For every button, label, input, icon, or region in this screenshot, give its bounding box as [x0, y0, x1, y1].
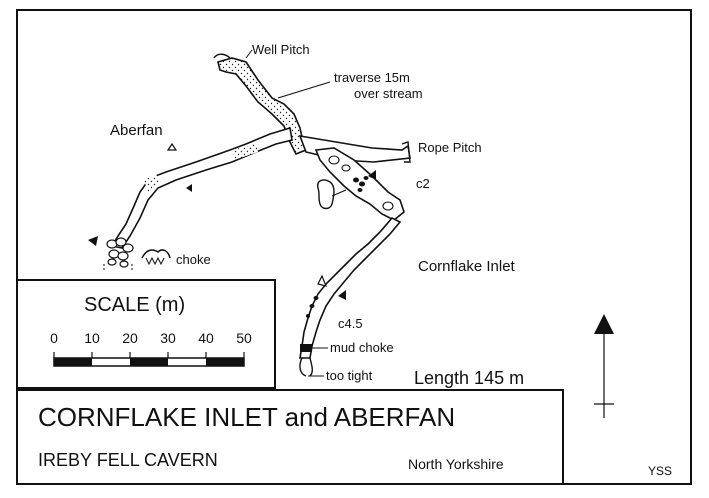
scale-tick-label: 10	[84, 330, 100, 346]
aberfan-pool	[166, 142, 178, 151]
label-too-tight: too tight	[326, 368, 373, 383]
label-traverse-line1: traverse 15m	[334, 70, 410, 85]
flow-arrow-c4-5	[338, 290, 346, 300]
cornflake-inlet-passage	[299, 217, 402, 359]
too-tight-end	[299, 357, 313, 377]
flow-arrow-c2	[368, 170, 376, 180]
title-box	[16, 389, 564, 485]
length-label: Length 145 m	[414, 368, 525, 388]
region-label: North Yorkshire	[408, 456, 504, 472]
aberfan-stipple-2	[144, 174, 160, 192]
rope-pitch-end	[401, 141, 411, 163]
label-mud-choke: mud choke	[330, 340, 394, 355]
inlet-blocks	[306, 296, 319, 318]
main-stream-passage	[217, 57, 308, 156]
choke-symbol-teeth	[145, 256, 165, 266]
choke-symbol	[141, 249, 171, 259]
scale-bar	[53, 352, 245, 367]
leader-traverse	[277, 81, 331, 99]
cave-name: IREBY FELL CAVERN	[38, 450, 218, 470]
aberfan-stipple	[232, 144, 258, 160]
survey-title: CORNFLAKE INLET and ABERFAN	[38, 402, 456, 432]
label-traverse-line2: over stream	[354, 86, 423, 101]
label-c4-5: c4.5	[338, 316, 363, 331]
leader-well-pitch	[245, 49, 253, 59]
rope-pitch-passage	[298, 134, 411, 163]
label-choke: choke	[176, 252, 211, 267]
scale-box	[16, 279, 276, 389]
flow-arrow-aberfan	[186, 184, 192, 192]
label-cornflake-inlet: Cornflake Inlet	[418, 258, 515, 275]
label-aberfan: Aberfan	[110, 122, 163, 139]
mud-choke-symbol	[300, 344, 312, 352]
scale-tick-label: 50	[236, 330, 252, 346]
chamber-boulders	[328, 155, 394, 211]
label-well-pitch: Well Pitch	[252, 42, 310, 57]
chamber-blocks	[353, 176, 369, 192]
scale-tick-label: 40	[198, 330, 214, 346]
north-arrow	[594, 314, 614, 418]
side-pocket	[316, 179, 335, 210]
label-rope-pitch: Rope Pitch	[418, 140, 482, 155]
aberfan-boulder-choke	[106, 237, 134, 268]
credit-label: YSS	[648, 464, 673, 478]
pocket-link	[331, 189, 347, 197]
well-pitch-end	[213, 53, 231, 59]
scale-tick-label: 20	[122, 330, 138, 346]
scale-title: SCALE (m)	[84, 294, 186, 316]
scale-tick-label: 30	[160, 330, 176, 346]
scale-tick-label: 0	[50, 330, 58, 346]
aberfan-passage	[110, 126, 293, 249]
flow-arrow-choke	[88, 236, 98, 246]
label-c2: c2	[416, 176, 430, 191]
aberfan-dashes	[103, 264, 133, 272]
inlet-pool	[317, 274, 327, 287]
